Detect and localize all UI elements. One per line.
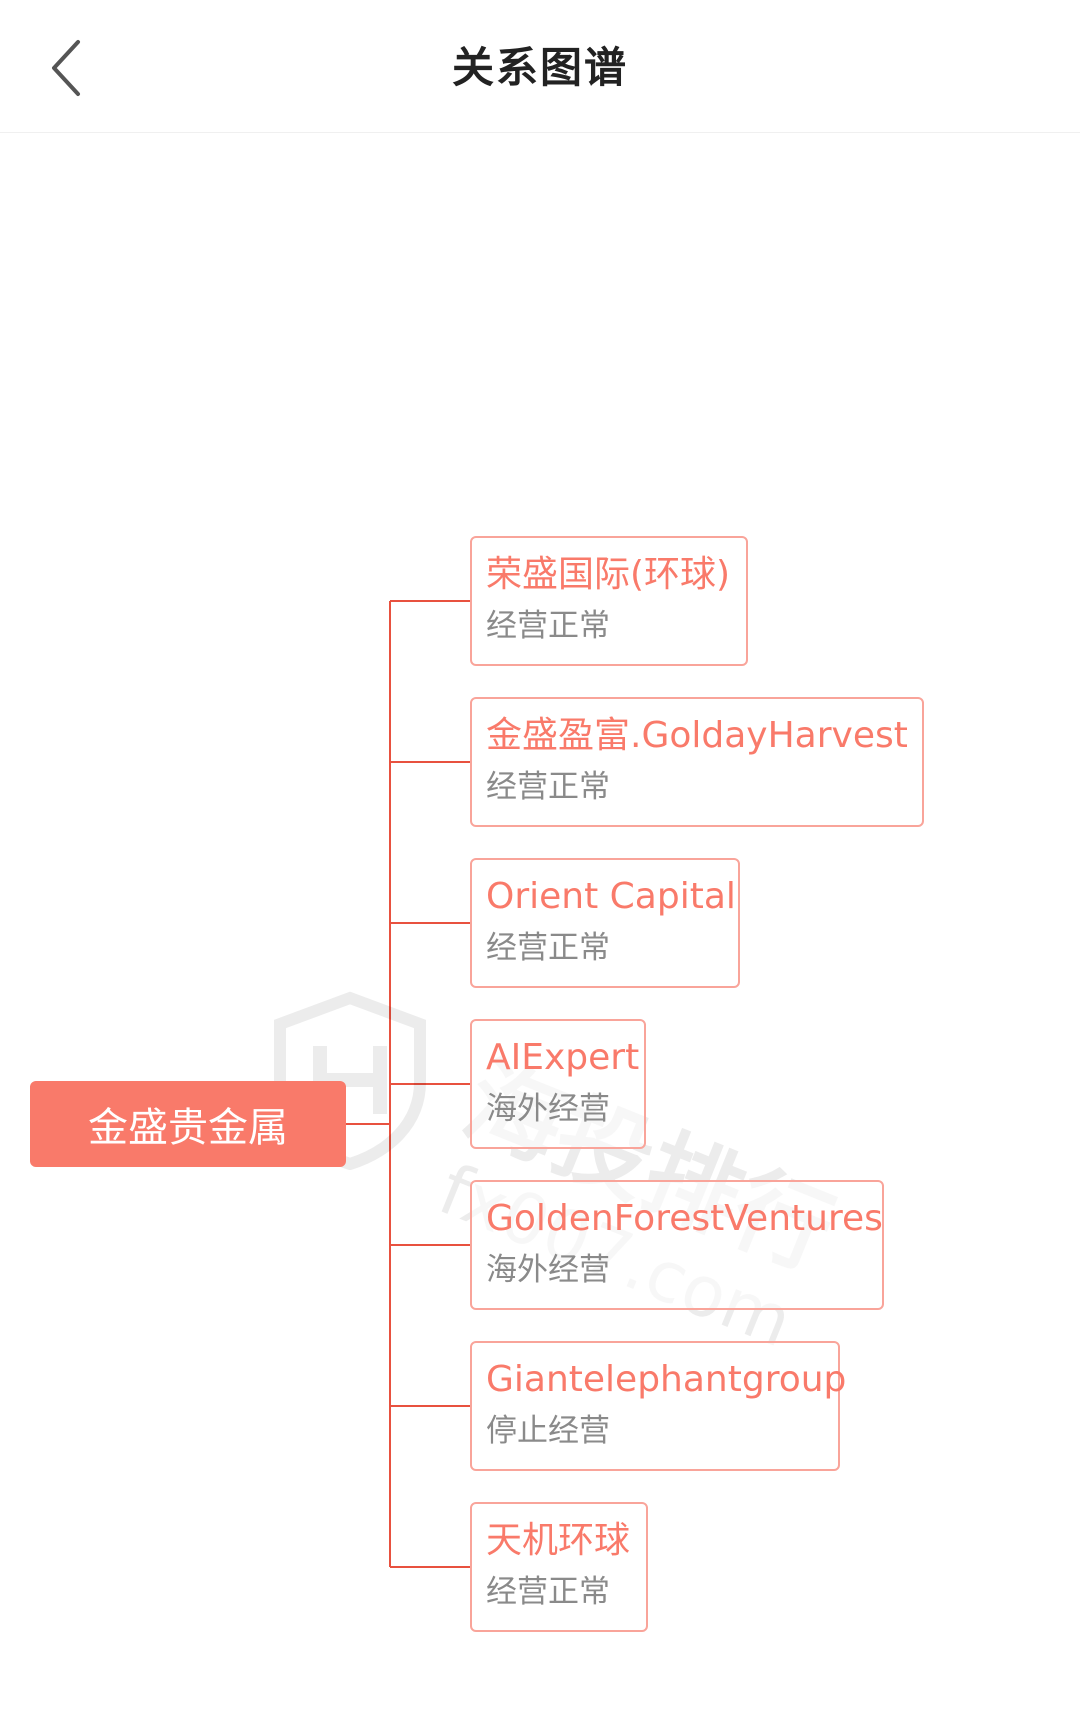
child-company-status: 经营正常: [486, 608, 610, 644]
root-company-name: 金盛贵金属: [88, 1105, 288, 1151]
header-bar: 关系图谱: [0, 0, 1080, 133]
back-button[interactable]: [36, 32, 96, 104]
child-company-node[interactable]: Orient Capital 经营正常: [470, 858, 740, 988]
child-company-status: 停止经营: [486, 1413, 610, 1449]
child-company-node[interactable]: 金盛盈富.GoldayHarvest 经营正常: [470, 697, 924, 827]
page-title: 关系图谱: [451, 43, 628, 92]
child-company-name: GoldenForestVentures: [486, 1198, 883, 1239]
child-company-name: Orient Capital: [486, 876, 736, 917]
child-company-status: 海外经营: [486, 1091, 610, 1127]
child-company-node[interactable]: 荣盛国际(环球) 经营正常: [470, 536, 748, 666]
child-company-name: 天机环球: [486, 1520, 631, 1561]
child-company-status: 经营正常: [486, 930, 610, 966]
child-company-name: 金盛盈富.GoldayHarvest: [486, 715, 908, 756]
child-company-name: 荣盛国际(环球): [486, 554, 731, 595]
chevron-left-icon: [52, 40, 80, 96]
child-company-node[interactable]: AIExpert 海外经营: [470, 1019, 646, 1149]
child-company-status: 经营正常: [486, 1574, 610, 1610]
child-company-name: Giantelephantgroup: [486, 1359, 847, 1400]
child-company-status: 经营正常: [486, 769, 610, 805]
child-company-name: AIExpert: [486, 1037, 640, 1078]
root-company-node[interactable]: 金盛贵金属: [30, 1081, 346, 1167]
child-company-status: 海外经营: [486, 1252, 610, 1288]
child-company-node[interactable]: GoldenForestVentures 海外经营: [470, 1180, 884, 1310]
child-company-node[interactable]: 天机环球 经营正常: [470, 1502, 648, 1632]
child-company-node[interactable]: Giantelephantgroup 停止经营: [470, 1341, 847, 1471]
